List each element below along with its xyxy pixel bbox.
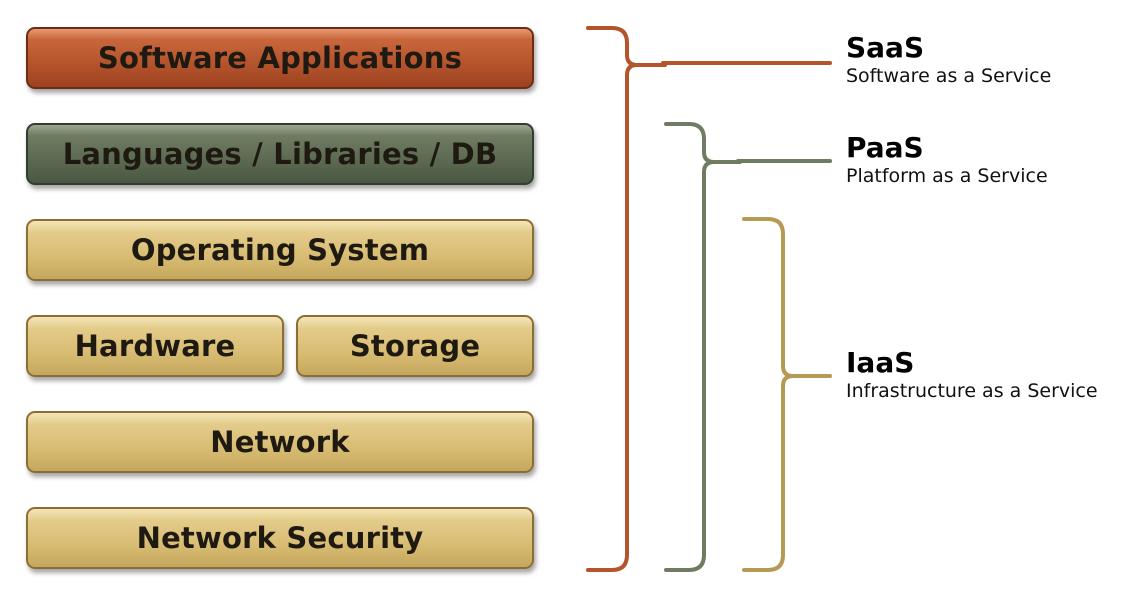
paas-title: PaaS	[846, 131, 924, 164]
saas-bracket	[586, 26, 667, 572]
saas-title: SaaS	[846, 31, 925, 64]
saas-label: SaaS Software as a Service	[846, 32, 1051, 88]
paas-label: PaaS Platform as a Service	[846, 132, 1048, 188]
iaas-bracket	[742, 217, 832, 572]
saas-subtitle: Software as a Service	[846, 65, 1052, 87]
layer-network: Network	[26, 411, 534, 473]
iaas-title: IaaS	[846, 346, 915, 379]
iaas-subtitle: Infrastructure as a Service	[846, 380, 1098, 402]
paas-bracket	[664, 122, 742, 572]
paas-subtitle: Platform as a Service	[846, 165, 1048, 187]
iaas-label: IaaS Infrastructure as a Service	[846, 347, 1098, 403]
